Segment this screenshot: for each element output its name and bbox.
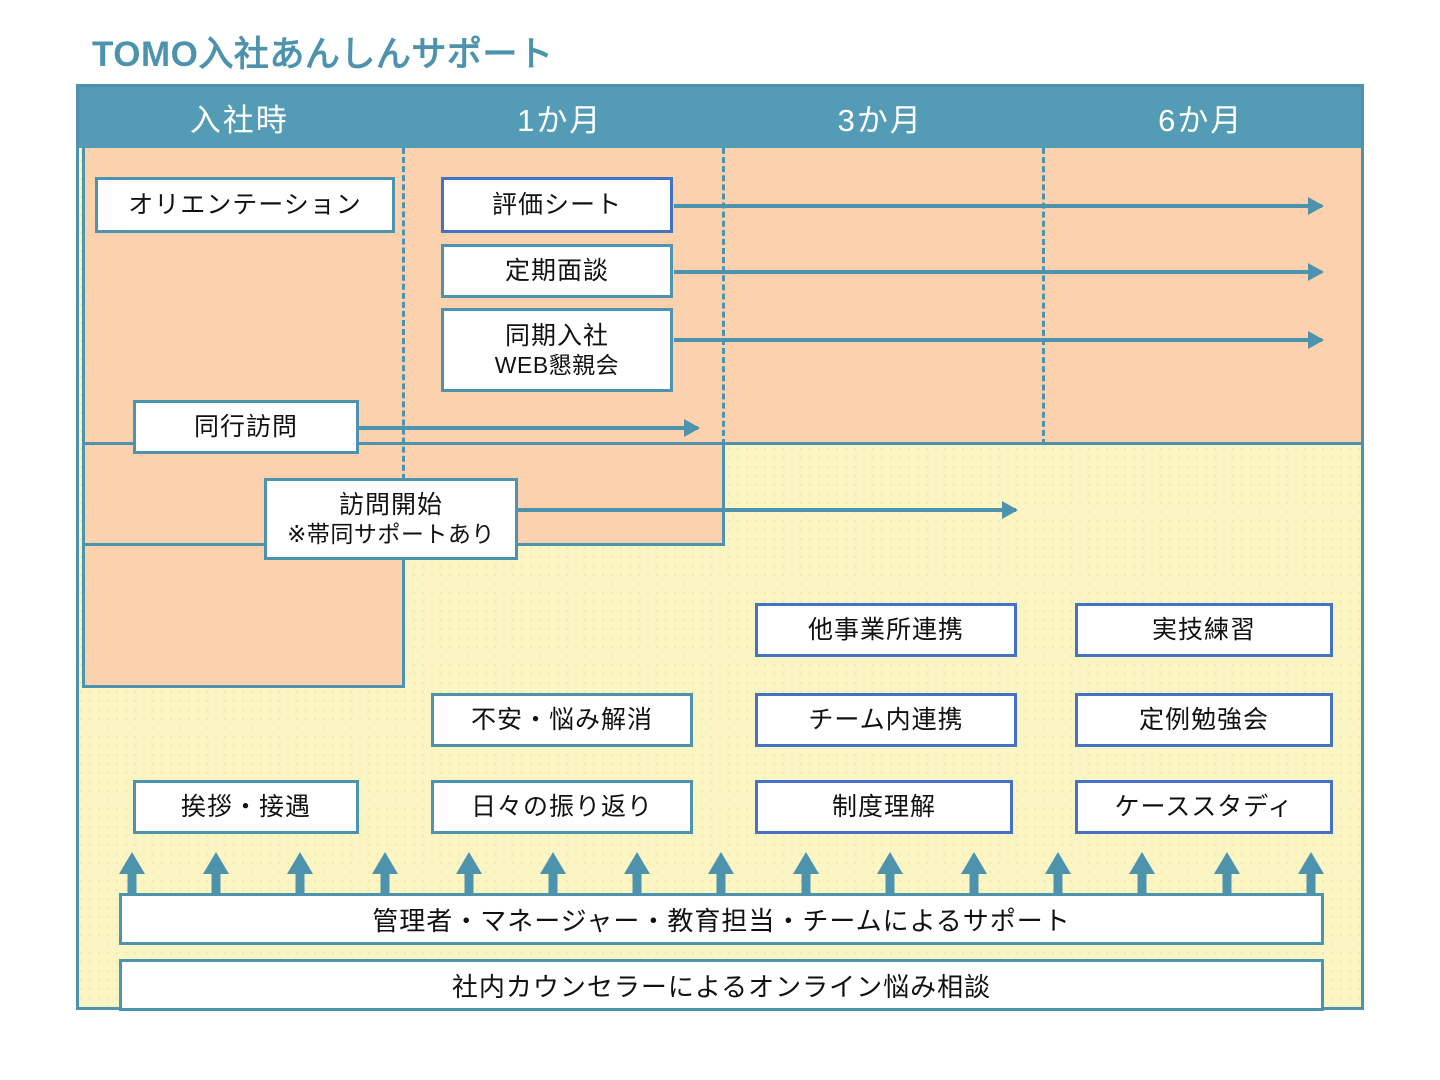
task-box-daily-reflection-label: 日々の振り返り [470, 792, 653, 821]
task-box-orientation[interactable]: オリエンテーション [95, 177, 395, 233]
arrow-stem [801, 870, 811, 896]
task-box-evaluation-sheet-label: 評価シート [491, 190, 622, 219]
arrow-head [455, 852, 482, 874]
arrow-head [371, 852, 398, 874]
task-box-system-understand-label: 制度理解 [831, 792, 936, 821]
support-arrow-up-icon [540, 852, 567, 896]
timeline-column-header-0: 入社時 [189, 103, 289, 138]
task-box-accompanied-visit-label: 同行訪問 [193, 412, 298, 441]
support-arrow-up-icon [1129, 852, 1156, 896]
arrow-head [792, 852, 819, 874]
support-arrow-up-icon [1297, 852, 1324, 896]
flow-arrow-visit-start [516, 508, 1016, 512]
task-box-practical-training-label: 実技練習 [1151, 615, 1256, 644]
arrow-head [708, 852, 735, 874]
task-box-case-study-label: ケーススタディ [1114, 792, 1294, 821]
support-bar-manager-support[interactable]: 管理者・マネージャー・教育担当・チームによるサポート [119, 893, 1324, 945]
arrow-head [1045, 852, 1072, 874]
arrow-stem [548, 870, 558, 896]
task-box-team-coop[interactable]: チーム内連携 [755, 693, 1017, 747]
task-box-team-coop-label: チーム内連携 [808, 705, 964, 734]
support-arrow-up-icon [1045, 852, 1072, 896]
task-box-regular-interview-label: 定期面談 [504, 256, 609, 285]
month-divider-6 [1042, 148, 1045, 445]
support-arrow-up-icon [203, 852, 230, 896]
task-box-visit-start-sublabel: ※帯同サポートあり [287, 521, 495, 548]
task-box-daily-reflection[interactable]: 日々の振り返り [431, 780, 693, 834]
task-box-greeting-label: 挨拶・接遇 [180, 792, 311, 821]
timeline-header: 入社時 1か月 3か月 6か月 [79, 87, 1361, 148]
support-arrow-up-icon [876, 852, 903, 896]
support-arrow-up-icon [624, 852, 651, 896]
timeline-column-header-1: 1か月 [517, 103, 603, 138]
task-box-visit-start-label: 訪問開始 [338, 490, 443, 519]
arrow-head [119, 852, 145, 874]
task-box-visit-start[interactable]: 訪問開始 ※帯同サポートあり [264, 478, 518, 560]
flow-arrow-accompanied-visit [358, 426, 698, 430]
arrow-head [540, 852, 567, 874]
task-box-evaluation-sheet[interactable]: 評価シート [441, 177, 673, 233]
task-box-anxiety-relief-label: 不安・悩み解消 [470, 705, 653, 734]
arrow-stem [1222, 870, 1232, 896]
timeline-frame: 入社時 1か月 3か月 6か月 オリエンテーション 評価シート 定期面談 同期入… [76, 84, 1364, 1011]
task-box-anxiety-relief[interactable]: 不安・悩み解消 [431, 693, 693, 747]
arrow-stem [211, 870, 221, 896]
flow-arrow-regular-interview [674, 270, 1322, 274]
arrow-stem [632, 870, 642, 896]
arrow-stem [885, 870, 895, 896]
task-box-web-social-sublabel: WEB懇親会 [494, 352, 620, 379]
arrow-stem [969, 870, 979, 896]
task-box-web-social-label: 同期入社 [504, 321, 609, 350]
support-arrow-up-icon [455, 852, 482, 896]
arrow-stem [295, 870, 305, 896]
task-box-web-social[interactable]: 同期入社 WEB懇親会 [441, 308, 673, 392]
arrow-head [961, 852, 988, 874]
task-box-study-session-label: 定例勉強会 [1138, 705, 1269, 734]
month-divider-3 [722, 148, 725, 545]
task-box-practical-training[interactable]: 実技練習 [1075, 603, 1333, 657]
support-bar-counselor-support[interactable]: 社内カウンセラーによるオンライン悩み相談 [119, 959, 1324, 1011]
arrow-stem [716, 870, 726, 896]
arrow-head [1129, 852, 1156, 874]
arrow-stem [127, 870, 137, 896]
arrow-head [1297, 852, 1324, 874]
flow-arrow-web-social [674, 338, 1322, 342]
phase-region-initial-low [82, 546, 405, 688]
arrow-head [287, 852, 314, 874]
support-arrow-up-icon [1213, 852, 1240, 896]
task-box-accompanied-visit[interactable]: 同行訪問 [133, 400, 359, 454]
arrow-stem [1137, 870, 1147, 896]
month-divider-1 [402, 148, 405, 688]
task-box-other-office-label: 他事業所連携 [807, 615, 964, 644]
support-arrow-row [119, 852, 1324, 896]
task-box-case-study[interactable]: ケーススタディ [1075, 780, 1333, 834]
support-arrow-up-icon [119, 852, 145, 896]
arrow-head [1213, 852, 1240, 874]
support-arrow-up-icon [371, 852, 398, 896]
timeline-column-header-2: 3か月 [837, 103, 923, 138]
arrow-head [876, 852, 903, 874]
task-box-greeting[interactable]: 挨拶・接遇 [133, 780, 359, 834]
support-bar-counselor-support-label: 社内カウンセラーによるオンライン悩み相談 [451, 971, 992, 1002]
task-box-other-office[interactable]: 他事業所連携 [755, 603, 1017, 657]
task-box-regular-interview[interactable]: 定期面談 [441, 244, 673, 298]
task-box-orientation-label: オリエンテーション [128, 190, 362, 219]
arrow-stem [1306, 870, 1316, 896]
task-box-study-session[interactable]: 定例勉強会 [1075, 693, 1333, 747]
arrow-stem [380, 870, 390, 896]
support-arrow-up-icon [792, 852, 819, 896]
arrow-head [624, 852, 651, 874]
task-box-system-understand[interactable]: 制度理解 [755, 780, 1013, 834]
flow-arrow-evaluation-sheet [674, 204, 1322, 208]
support-bar-manager-support-label: 管理者・マネージャー・教育担当・チームによるサポート [372, 905, 1071, 936]
timeline-column-header-3: 6か月 [1158, 103, 1244, 138]
support-arrow-up-icon [961, 852, 988, 896]
support-arrow-up-icon [287, 852, 314, 896]
arrow-stem [1053, 870, 1063, 896]
arrow-head [203, 852, 230, 874]
page-title: TOMO入社あんしんサポート [92, 35, 554, 74]
support-arrow-up-icon [708, 852, 735, 896]
arrow-stem [464, 870, 474, 896]
